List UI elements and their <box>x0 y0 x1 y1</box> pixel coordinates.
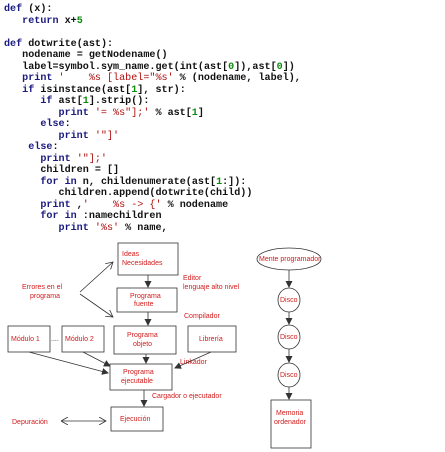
mente-programador-label: Mente programador <box>259 256 321 263</box>
programa-objeto-box <box>113 325 177 355</box>
errores-sublabel: programa <box>30 293 60 300</box>
code-line: print '= %s"];' % ast[1] <box>58 107 204 119</box>
memoria-ordenador-box <box>270 399 312 449</box>
code-line: print '%s' % name, <box>58 222 168 234</box>
errores-label: Errores en el <box>22 284 63 291</box>
compilador-label: Compilador <box>184 313 220 320</box>
cargador-label: Cargador o ejecutador <box>152 393 222 400</box>
disco-1-label: Disco <box>280 297 298 304</box>
code-line: print ' %s [label="%s' % (nodename, labe… <box>22 73 301 84</box>
code-line: for in n, childenumerate(ast[1:]): <box>40 176 247 188</box>
disco-3-label: Disco <box>280 372 298 379</box>
libreria-to-ejecutable-arrow <box>174 351 212 369</box>
modulo2-to-ejecutable-arrow <box>82 351 111 367</box>
code-line: else: <box>28 142 59 153</box>
programa-ejecutable-label: Programa <box>123 369 154 376</box>
code-line: for in :namechildren <box>40 211 162 222</box>
ejecucion-box <box>110 406 164 432</box>
code-line: print ,' %s -> {' % nodename <box>40 199 229 211</box>
editor-sublabel: lenguaje alto nivel <box>183 284 239 291</box>
code-line: label=symbol.sym_name.get(int(ast[0]),as… <box>22 61 295 73</box>
libreria-label: Librería <box>199 336 223 343</box>
ejecucion-label: Ejecución <box>120 416 150 423</box>
code-line: if ast[1].strip(): <box>40 96 150 107</box>
code-line: nodename = getNodename() <box>22 50 168 61</box>
ideas-box <box>117 242 179 276</box>
memoria-label: Memoria <box>276 410 303 417</box>
code-line: print '"]' <box>58 130 120 142</box>
code-line: def dotwrite(ast): <box>4 38 114 50</box>
code-line: else: <box>40 119 71 130</box>
code-line: print '"];' <box>40 153 107 165</box>
depuracion-label: Depuración <box>12 419 48 426</box>
programa-ejecutable-sublabel: ejecutable <box>121 378 153 385</box>
modulo-dots: .... <box>51 336 59 343</box>
code-line: children = [] <box>40 165 120 176</box>
modulo1-to-ejecutable-arrow <box>28 351 109 375</box>
errores-to-fuente-arrow <box>79 293 113 317</box>
programa-fuente-sublabel: fuente <box>134 301 154 308</box>
code-line: children.append(dotwrite(child)) <box>58 188 253 199</box>
programa-objeto-sublabel: objeto <box>133 341 152 348</box>
editor-label: Editor <box>183 275 202 282</box>
ideas-label: Ideas <box>122 251 140 258</box>
modulo-2-box <box>61 325 105 353</box>
ordenador-label: ordenador <box>274 419 307 426</box>
disco-2-label: Disco <box>280 334 298 341</box>
necesidades-label: Necesidades <box>122 260 163 267</box>
code-line: return x+5 <box>22 15 83 27</box>
programa-fuente-box <box>116 287 178 313</box>
modulo-2-label: Módulo 2 <box>65 336 94 343</box>
libreria-box <box>187 325 237 353</box>
programa-objeto-label: Programa <box>127 332 158 339</box>
errores-to-ideas-arrow <box>79 262 113 293</box>
programa-ejecutable-box <box>109 363 173 391</box>
code-line: def (x): <box>4 4 53 15</box>
code-line: if isinstance(ast[1], str): <box>22 84 186 96</box>
linkador-label: Linkador <box>180 359 208 366</box>
modulo-1-label: Módulo 1 <box>11 336 40 343</box>
python-code-listing: def (x): return x+5 def dotwrite(ast): n… <box>4 4 301 234</box>
programa-fuente-label: Programa <box>130 293 161 300</box>
